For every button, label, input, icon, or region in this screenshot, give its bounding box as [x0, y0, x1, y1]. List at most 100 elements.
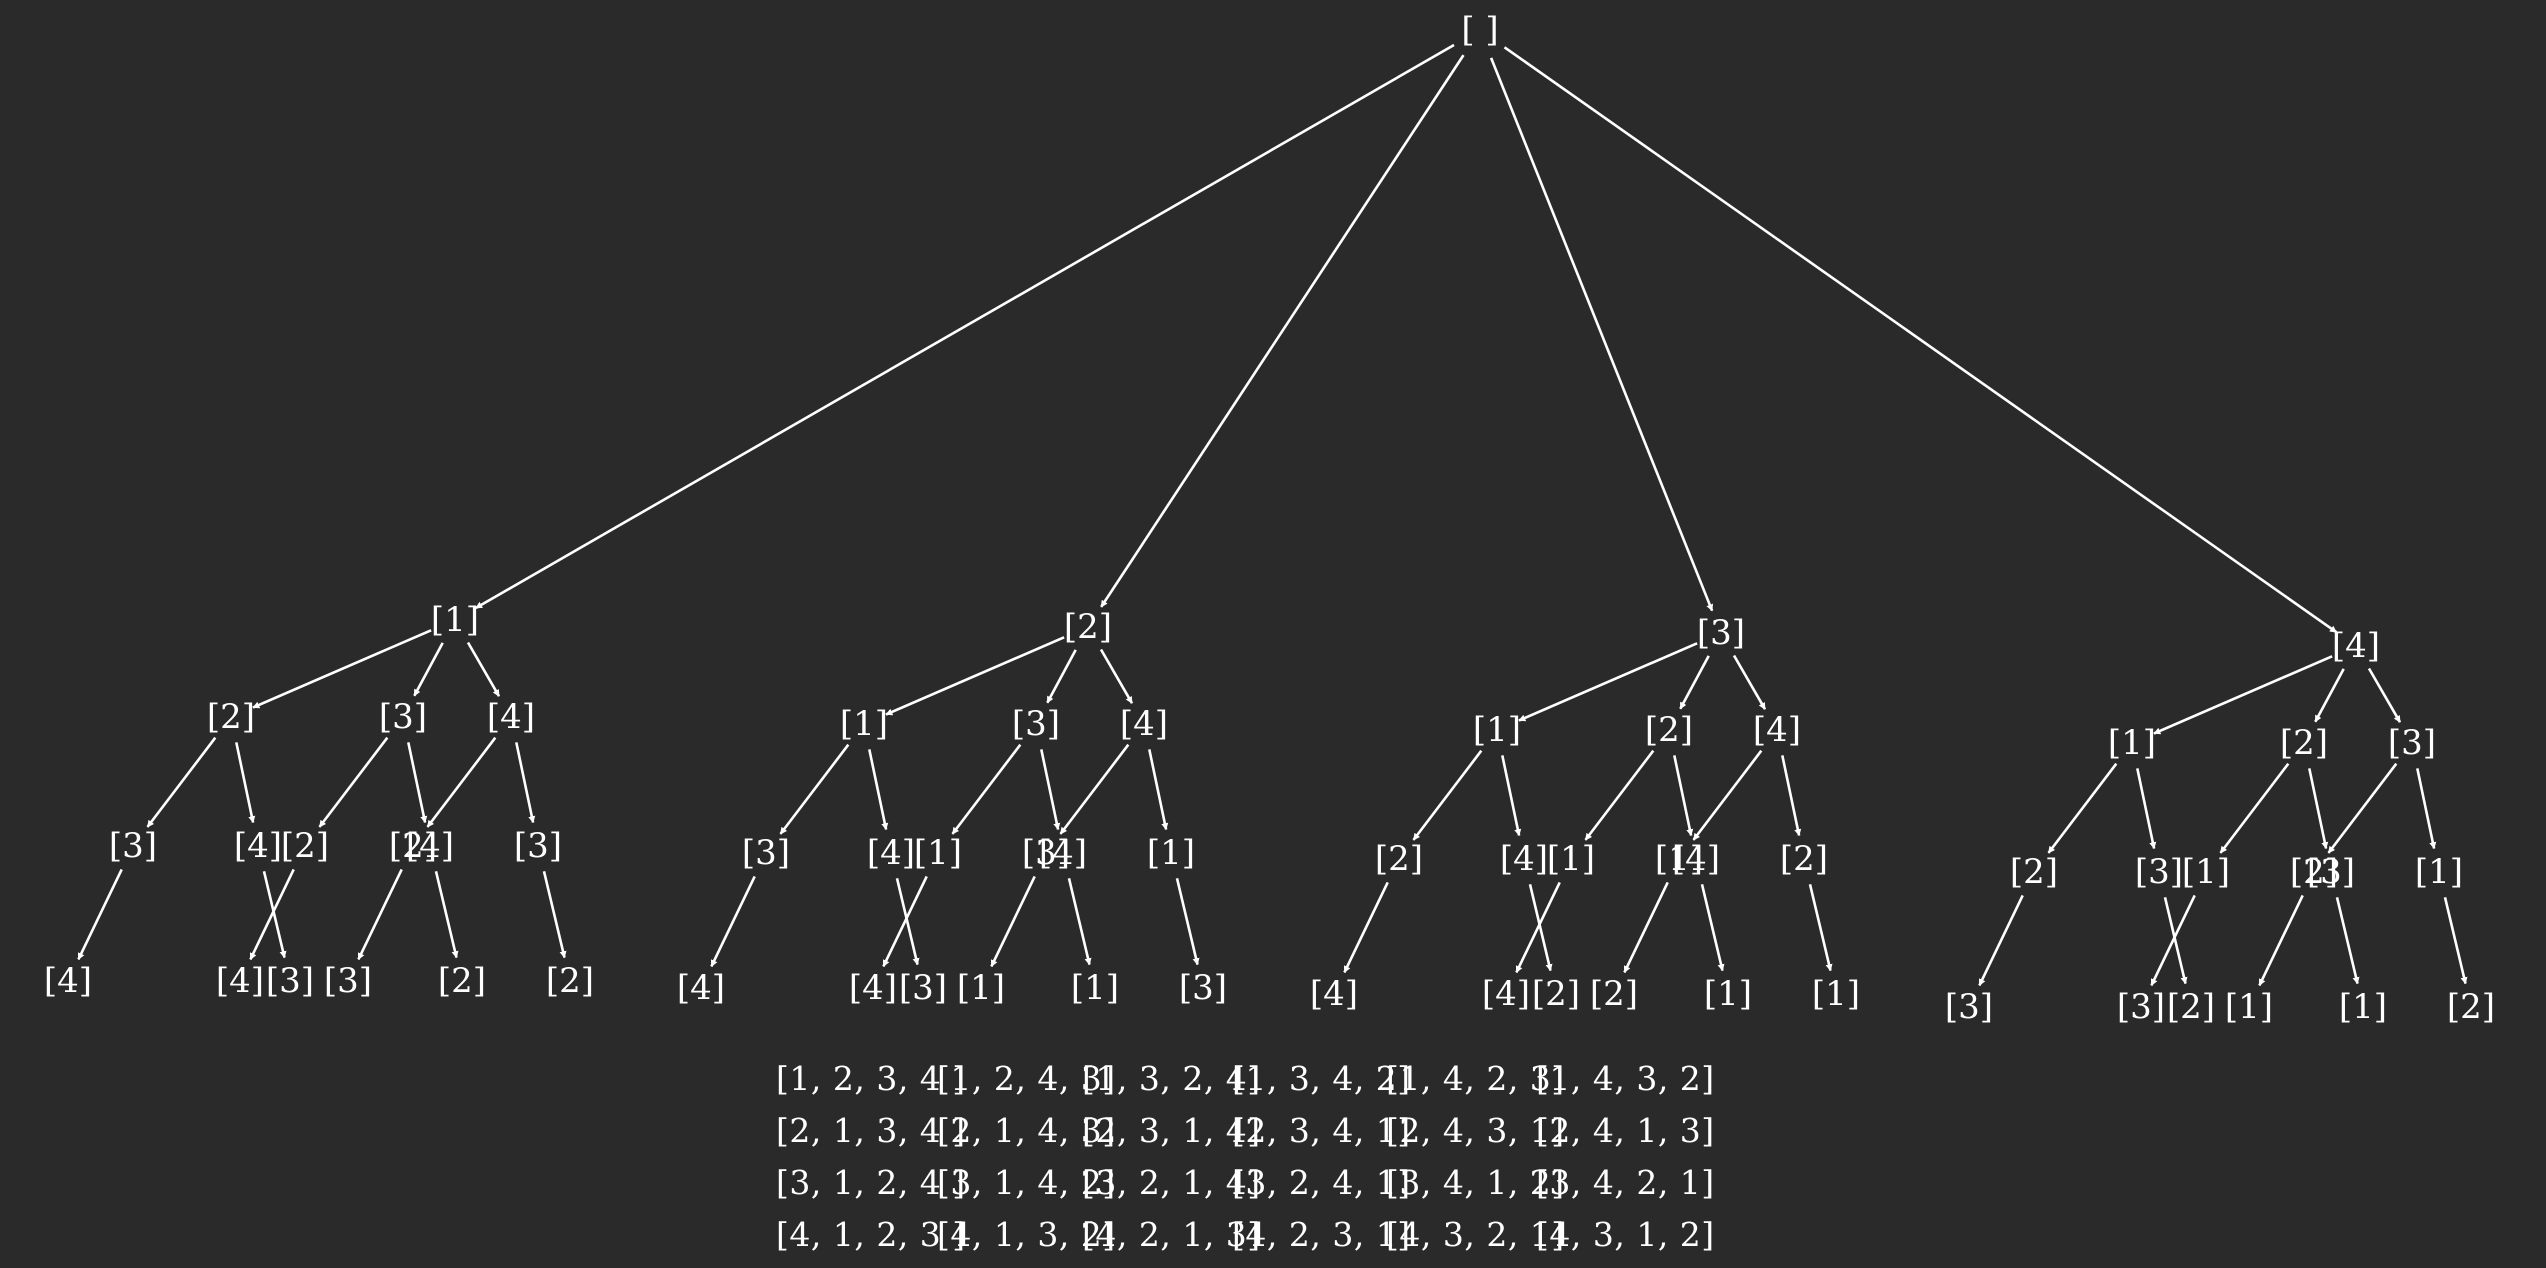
- tree-node-level-4: [4]: [849, 968, 897, 1008]
- tree-node-level-1: [2]: [1064, 607, 1112, 647]
- tree-edge-arrow: [1515, 881, 1561, 974]
- tree-edge-arrow: [262, 870, 287, 959]
- tree-node-level-3: [4]: [234, 826, 282, 866]
- tree-edge-arrow: [2335, 896, 2360, 985]
- tree-node-level-3: [3]: [2135, 852, 2183, 892]
- tree-edge-arrow: [475, 43, 1455, 610]
- tree-edge-arrow: [2314, 668, 2345, 723]
- tree-edge-arrow: [990, 875, 1036, 968]
- tree-edge-arrow: [1503, 46, 2338, 634]
- tree-node-level-4: [1]: [2225, 987, 2273, 1027]
- tree-node-level-4: [3]: [899, 968, 947, 1008]
- tree-edge-arrow: [2308, 768, 2329, 850]
- permutation-item: [4, 2, 3, 1]: [1232, 1215, 1411, 1254]
- tree-node-level-3: [2]: [1780, 839, 1828, 879]
- tree-edge-arrow: [235, 742, 256, 824]
- tree-node-level-2: [1]: [1473, 710, 1521, 750]
- tree-edge-arrow: [2150, 894, 2196, 987]
- tree-edge-arrow: [1808, 883, 1833, 972]
- tree-edge-arrow: [249, 868, 295, 961]
- tree-node-level-2: [4]: [487, 697, 535, 737]
- tree-node-level-3: [2]: [1375, 839, 1423, 879]
- tree-edge-arrow: [434, 870, 459, 959]
- tree-edge-arrow: [1781, 755, 1802, 837]
- tree-node-level-4: [2]: [2167, 987, 2215, 1027]
- tree-edge-arrow: [2047, 762, 2118, 854]
- tree-edge-arrow: [2219, 762, 2290, 854]
- tree-edges: [77, 43, 2468, 987]
- tree-node-level-3: [2]: [2290, 852, 2338, 892]
- tree-edge-arrow: [2163, 896, 2188, 985]
- tree-node-level-2: [4]: [1120, 704, 1168, 744]
- tree-node-level-3: [1]: [1655, 839, 1703, 879]
- tree-node-level-4: [2]: [2447, 987, 2495, 1027]
- permutation-item: [3, 1, 4, 2]: [937, 1163, 1116, 1202]
- permutation-item: [3, 1, 2, 4 ]: [776, 1163, 966, 1202]
- tree-edge-arrow: [77, 868, 123, 961]
- tree-node-level-4: [3]: [2117, 987, 2165, 1027]
- tree-node-level-3: [4]: [1500, 839, 1548, 879]
- tree-node-level-2: [2]: [1645, 710, 1693, 750]
- tree-node-level-3: [1]: [914, 833, 962, 873]
- tree-edge-arrow: [1978, 894, 2024, 987]
- tree-edge-arrow: [1148, 749, 1169, 831]
- tree-edge-arrow: [1099, 648, 1134, 704]
- permutation-item: [2, 3, 4, 1]: [1232, 1111, 1411, 1150]
- tree-node-level-4: [2]: [1532, 974, 1580, 1014]
- tree-node-level-4: [1]: [1812, 974, 1860, 1014]
- permutation-item: [1, 2, 4, 3]: [937, 1059, 1116, 1098]
- tree-edge-arrow: [895, 877, 920, 966]
- tree-edge-arrow: [2136, 768, 2157, 850]
- tree-edge-arrow: [1584, 749, 1655, 841]
- tree-edge-arrow: [2258, 894, 2304, 987]
- tree-edge-arrow: [2443, 896, 2468, 985]
- tree-edge-arrow: [542, 870, 567, 959]
- permutation-item: [2, 1, 3, 4 ]: [776, 1111, 966, 1150]
- tree-edge-arrow: [1700, 883, 1725, 972]
- permutation-item: [4, 3, 1, 2]: [1536, 1215, 1715, 1254]
- permutation-item: [1, 4, 3, 2]: [1536, 1059, 1715, 1098]
- tree-edge-arrow: [1518, 642, 1698, 722]
- tree-node-level-3: [1]: [2415, 852, 2463, 892]
- tree-node-level-4: [4]: [216, 961, 264, 1001]
- tree-edge-arrow: [2153, 655, 2333, 735]
- tree-node-level-3: [1]: [1147, 833, 1195, 873]
- tree-node-level-4: [1]: [2339, 987, 2387, 1027]
- tree-node-level-4: [2]: [438, 961, 486, 1001]
- tree-node-level-3: [3]: [514, 826, 562, 866]
- permutation-item: [2, 3, 1, 4]: [1082, 1111, 1261, 1150]
- tree-edge-arrow: [1040, 749, 1061, 831]
- permutation-item: [3, 4, 2, 1]: [1536, 1163, 1715, 1202]
- tree-edge-arrow: [1343, 881, 1389, 974]
- permutation-item: [4, 2, 1, 3]: [1082, 1215, 1261, 1254]
- permutation-item: [2, 1, 4, 3]: [937, 1111, 1116, 1150]
- tree-node-level-4: [1]: [1704, 974, 1752, 1014]
- tree-node-level-3: [4]: [1672, 839, 1720, 879]
- tree-node-level-4: [3]: [324, 961, 372, 1001]
- tree-edge-arrow: [885, 636, 1065, 716]
- tree-node-level-1: [1]: [431, 600, 479, 640]
- tree-edge-arrow: [407, 742, 428, 824]
- tree-edge-arrow: [710, 875, 756, 968]
- tree-node-level-3: [4]: [406, 826, 454, 866]
- tree-node-level-3: [4]: [867, 833, 915, 873]
- tree-node-level-3: [3]: [109, 826, 157, 866]
- permutation-item: [3, 2, 1, 4]: [1082, 1163, 1261, 1202]
- tree-edge-arrow: [1528, 883, 1553, 972]
- tree-node-level-4: [3]: [1945, 987, 1993, 1027]
- tree-node-level-1: [4]: [2332, 626, 2380, 666]
- tree-edge-arrow: [2327, 762, 2398, 854]
- tree-node-level-4: [3]: [1179, 968, 1227, 1008]
- tree-edge-arrow: [1100, 54, 1465, 608]
- tree-node-level-2: [1]: [840, 704, 888, 744]
- tree-edge-arrow: [951, 743, 1022, 835]
- tree-node-level-2: [3]: [1012, 704, 1060, 744]
- tree-root: [ ]: [1461, 10, 1498, 50]
- permutation-item: [4, 1, 3, 2]: [937, 1215, 1116, 1254]
- tree-node-level-2: [3]: [379, 697, 427, 737]
- tree-edge-arrow: [1673, 755, 1694, 837]
- tree-node-level-4: [3]: [266, 961, 314, 1001]
- tree-edge-arrow: [779, 743, 850, 835]
- tree-edge-arrow: [1679, 655, 1710, 710]
- tree-edge-arrow: [413, 642, 444, 697]
